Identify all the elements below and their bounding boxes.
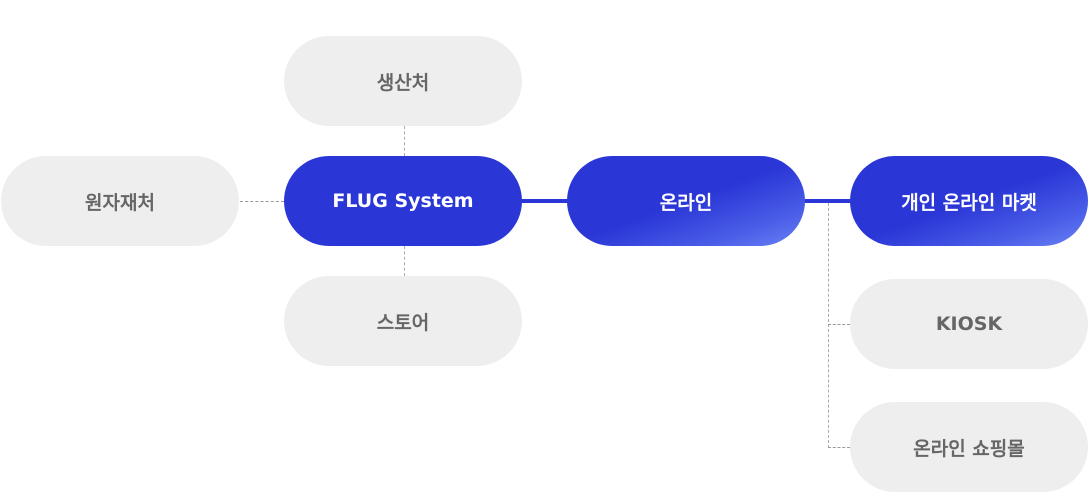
connector-online-personal-market (803, 199, 853, 203)
node-personal-online-market: 개인 온라인 마켓 (850, 156, 1088, 246)
connector-raw-material-core (240, 201, 284, 202)
node-label: 온라인 쇼핑몰 (913, 437, 1025, 460)
connector-online-branch (828, 203, 829, 448)
node-kiosk: KIOSK (850, 279, 1088, 369)
node-online: 온라인 (567, 156, 805, 246)
connector-branch-kiosk (828, 324, 850, 325)
node-label: KIOSK (935, 313, 1003, 335)
node-raw-material: 원자재처 (1, 156, 239, 246)
node-online-shopping-mall: 온라인 쇼핑몰 (850, 402, 1088, 492)
node-label: 개인 온라인 마켓 (901, 191, 1037, 214)
node-label: FLUG System (332, 190, 474, 212)
connector-branch-online-mall (828, 447, 850, 448)
node-label: 온라인 (659, 191, 713, 214)
node-store: 스토어 (284, 276, 522, 366)
node-producer: 생산처 (284, 36, 522, 126)
connector-producer-core (404, 126, 405, 156)
node-label: 생산처 (376, 71, 430, 94)
node-flug-system: FLUG System (284, 156, 522, 246)
connector-core-online (520, 199, 570, 203)
connector-core-store (404, 246, 405, 276)
node-label: 원자재처 (85, 191, 155, 214)
node-label: 스토어 (376, 311, 430, 334)
